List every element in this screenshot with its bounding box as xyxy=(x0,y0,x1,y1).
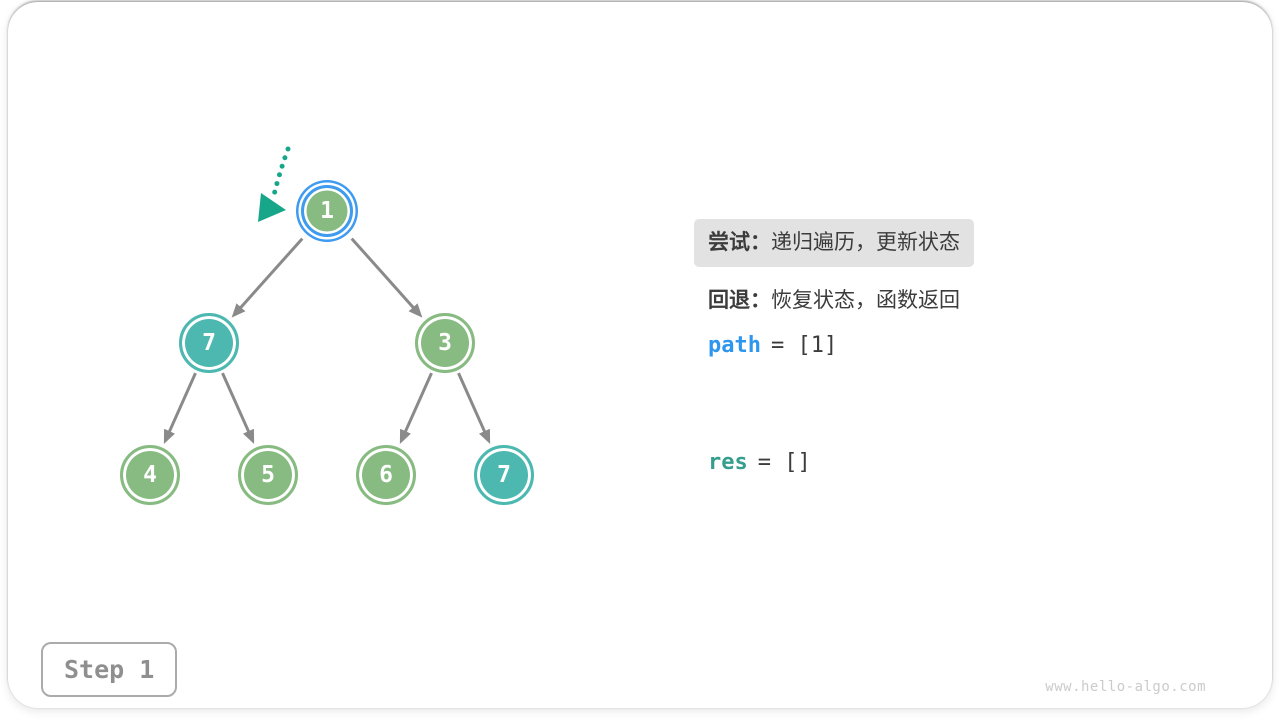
tree-node-6: 6 xyxy=(356,445,416,505)
res-variable-line: res = [] xyxy=(708,450,811,476)
tree-node-value: 6 xyxy=(379,462,393,488)
tree-node-3: 3 xyxy=(415,313,475,373)
tree-node-7: 7 xyxy=(179,313,239,373)
tree-node-value: 7 xyxy=(202,330,216,356)
tree-nodes-layer: 1 7 3 4 5 6 7 xyxy=(8,2,1280,720)
res-value: = [] xyxy=(757,450,811,475)
step-badge-label: Step 1 xyxy=(64,655,155,684)
tree-node-value: 1 xyxy=(320,198,334,224)
legend-backtrack: 回退：恢复状态，函数返回 xyxy=(708,288,960,314)
tree-node-4: 4 xyxy=(120,445,180,505)
tree-node-5: 5 xyxy=(238,445,298,505)
path-variable-line: path = [1] xyxy=(708,333,837,359)
legend-try-label: 尝试： xyxy=(708,231,771,254)
legend-backtrack-text: 恢复状态，函数返回 xyxy=(771,289,960,312)
tree-node-value: 5 xyxy=(261,462,275,488)
tree-node-value: 3 xyxy=(438,330,452,356)
legend-backtrack-label: 回退： xyxy=(708,289,771,312)
watermark-text: www.hello-algo.com xyxy=(1045,679,1206,695)
tree-node-value: 4 xyxy=(143,462,157,488)
tree-node-value: 7 xyxy=(497,462,511,488)
figure-card: 1 7 3 4 5 6 7 尝试：递归遍历，更新状态 回退：恢复状态，函数返回 path = … xyxy=(8,2,1272,708)
tree-node-1: 1 xyxy=(301,185,353,237)
legend-try-text: 递归遍历，更新状态 xyxy=(771,231,960,254)
path-keyword: path xyxy=(708,333,761,358)
path-value: = [1] xyxy=(770,333,838,358)
tree-node-7: 7 xyxy=(474,445,534,505)
legend-try: 尝试：递归遍历，更新状态 xyxy=(694,219,974,267)
step-badge: Step 1 xyxy=(41,642,178,697)
res-keyword: res xyxy=(708,450,748,475)
